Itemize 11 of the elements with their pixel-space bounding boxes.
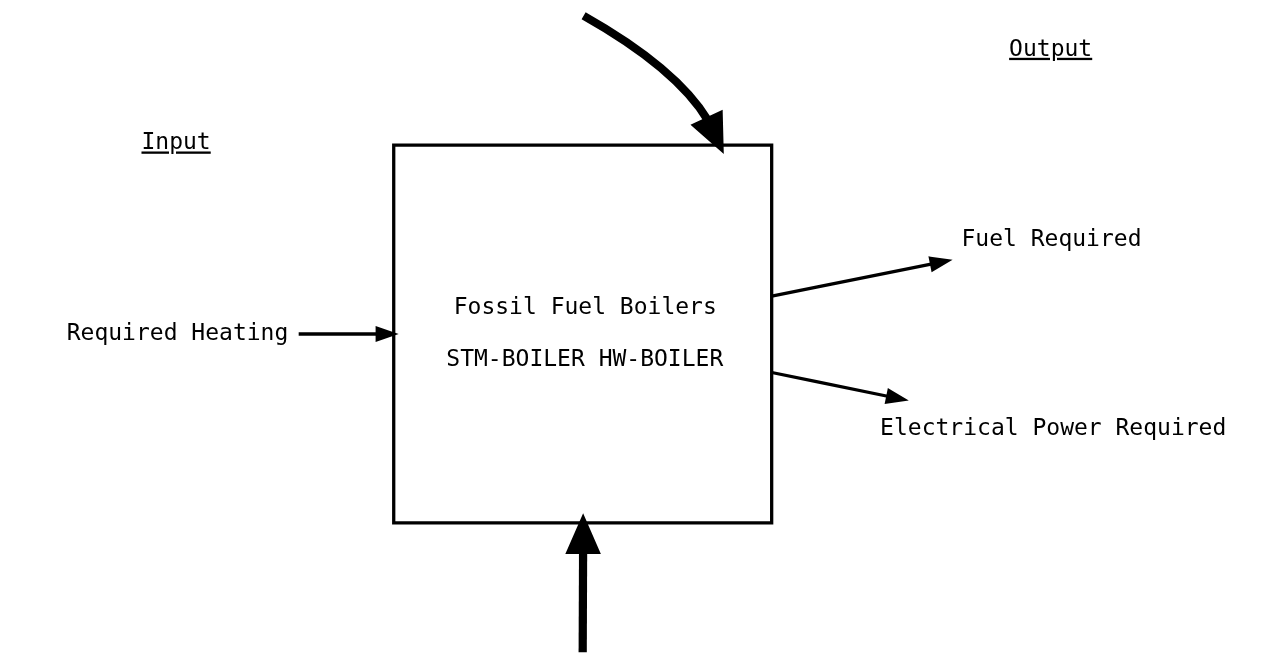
arrow xyxy=(298,325,399,343)
node-text: Fuel Required xyxy=(960,225,1141,252)
arrow xyxy=(564,513,601,653)
arrow xyxy=(771,256,953,298)
label: Output xyxy=(1008,34,1092,61)
arrow xyxy=(771,370,909,404)
node-text: Electrical Power Required xyxy=(879,414,1226,441)
node-box: Fossil Fuel Boilers STM-BOILER HW-BOILER xyxy=(391,143,773,525)
arrow xyxy=(581,12,724,154)
label: Input xyxy=(140,128,211,155)
node-text: Required Heating xyxy=(66,319,288,346)
